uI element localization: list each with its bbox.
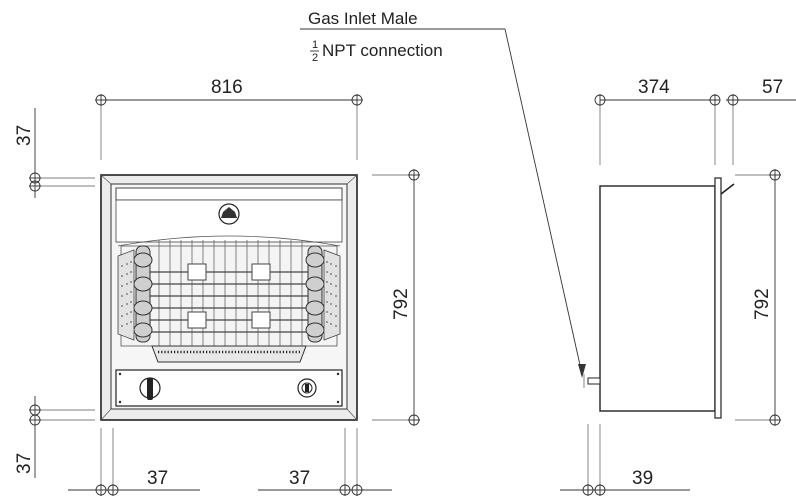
side-hood-lip <box>720 183 735 195</box>
side-flange-label: 57 <box>762 77 783 98</box>
front-cavity-arch <box>117 235 341 247</box>
front-left-offset-label: 37 <box>147 468 168 489</box>
callout-title: Gas Inlet Male <box>308 9 418 28</box>
side-view <box>583 177 735 419</box>
callout-fraction-denominator: 2 <box>312 52 318 64</box>
side-front-flange <box>714 177 722 419</box>
side-gas-inlet-pipe <box>583 374 601 388</box>
ignition-button <box>297 378 317 398</box>
gas-control-knob <box>139 377 161 400</box>
front-bottom-offset-dimension: 37 <box>14 396 95 478</box>
side-height-label: 792 <box>752 288 773 320</box>
front-height-dimension: 792 <box>372 169 420 426</box>
panel-screws <box>118 372 340 404</box>
front-bottom-offset-label: 37 <box>14 453 35 474</box>
front-bottom-right-dimension: 37 <box>258 428 392 496</box>
front-top-offset-label: 37 <box>14 125 35 146</box>
side-height-dimension: 792 <box>735 169 781 426</box>
front-view <box>100 174 358 421</box>
callout-leader <box>504 28 583 375</box>
front-bottom-left-dimension: 37 <box>68 428 200 496</box>
side-flange-dimension: 57 <box>726 77 796 165</box>
front-top-offset-dimension: 37 <box>14 108 95 198</box>
side-depth-dimension: 374 <box>594 77 721 165</box>
spit-bars <box>150 271 308 333</box>
rotisserie-rods <box>158 240 303 356</box>
callout-arrowhead <box>578 364 586 378</box>
left-gear-column <box>133 245 153 343</box>
right-gear-column <box>305 245 325 343</box>
side-body <box>599 185 716 412</box>
front-top-hood <box>115 187 343 201</box>
side-bottom-dimension: 39 <box>560 424 690 496</box>
side-bottom-offset-label: 39 <box>632 468 653 489</box>
callout-fraction-numerator: 1 <box>312 39 318 51</box>
skewer-holders <box>187 263 271 329</box>
side-depth-label: 374 <box>638 77 670 98</box>
front-width-label: 816 <box>211 77 243 98</box>
front-height-label: 792 <box>391 288 412 320</box>
drip-tray <box>151 345 307 363</box>
right-perforated-panel <box>323 249 341 341</box>
brand-emblem <box>218 203 240 225</box>
front-right-offset-label: 37 <box>289 468 310 489</box>
callout-connection: NPT connection <box>322 41 443 60</box>
front-width-dimension: 816 <box>95 77 363 160</box>
gas-inlet-callout: Gas Inlet Male 1 2 NPT connection <box>300 9 586 378</box>
left-perforated-panel <box>117 249 135 341</box>
